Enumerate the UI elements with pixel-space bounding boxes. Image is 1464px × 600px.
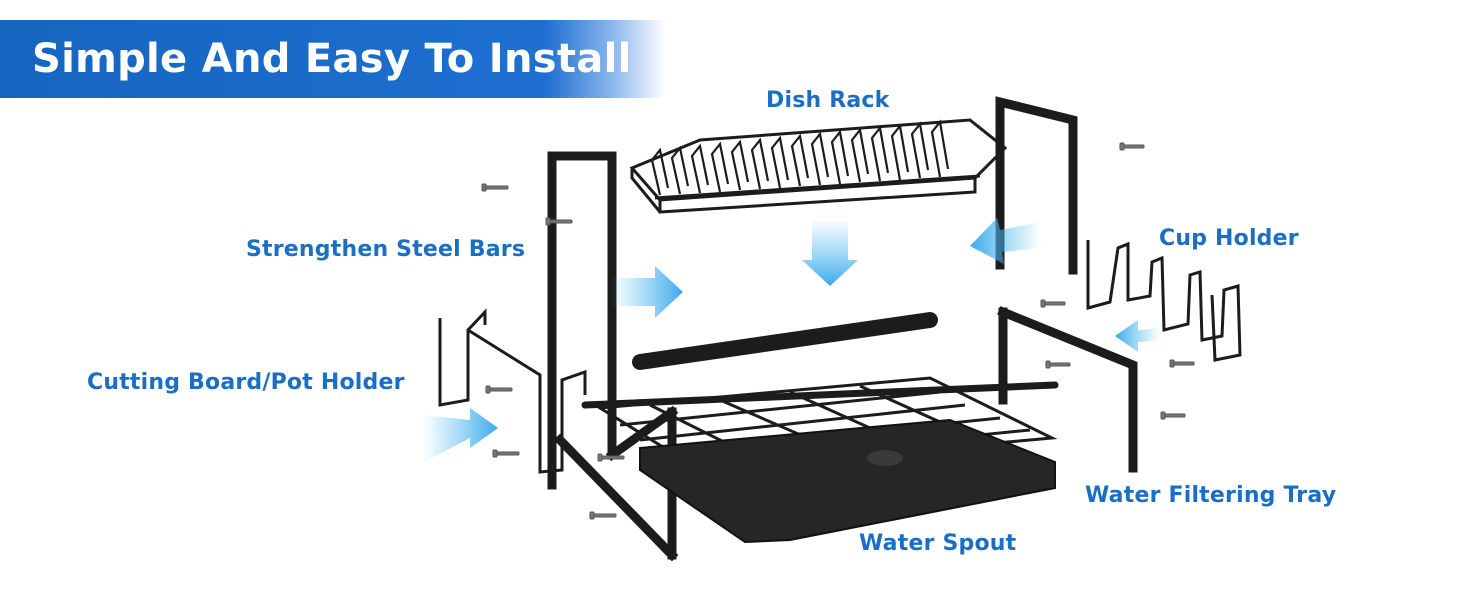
title-banner <box>0 20 665 98</box>
screw-icon <box>545 217 573 226</box>
screw-icon <box>1160 411 1186 420</box>
water-filtering-tray-part <box>639 418 1056 544</box>
filter-tray-label: Water Filtering Tray <box>1085 483 1337 508</box>
screw-icon <box>1169 359 1195 368</box>
dish-rack-part <box>629 118 1008 214</box>
steel-bar-part <box>632 312 938 370</box>
arrow-left-icon <box>1115 320 1160 352</box>
cutting-board-holder-part <box>438 308 587 474</box>
arrow-down-icon <box>802 218 858 286</box>
screw-icon <box>1045 360 1071 369</box>
arrow-right-icon <box>610 266 683 318</box>
screw-icon <box>589 511 617 520</box>
screw-icon <box>1040 299 1066 308</box>
screw-icon <box>597 453 625 462</box>
arrow-left-icon <box>970 218 1042 264</box>
screw-icon <box>481 183 509 192</box>
steel-bars-label: Strengthen Steel Bars <box>246 237 526 262</box>
dish-rack-label: Dish Rack <box>766 88 890 113</box>
cup-holder-part <box>1086 240 1242 362</box>
dish-rack-slats <box>650 119 950 196</box>
water-spout-label: Water Spout <box>859 531 1017 556</box>
screw-icon <box>492 449 520 458</box>
screw-icon <box>1119 142 1145 151</box>
cup-holder-label: Cup Holder <box>1159 226 1299 251</box>
screw-icon <box>485 385 513 394</box>
cutting-board-holder-label: Cutting Board/Pot Holder <box>87 370 405 395</box>
arrow-right-icon <box>422 408 498 462</box>
page-title: Simple And Easy To Install <box>32 36 632 82</box>
